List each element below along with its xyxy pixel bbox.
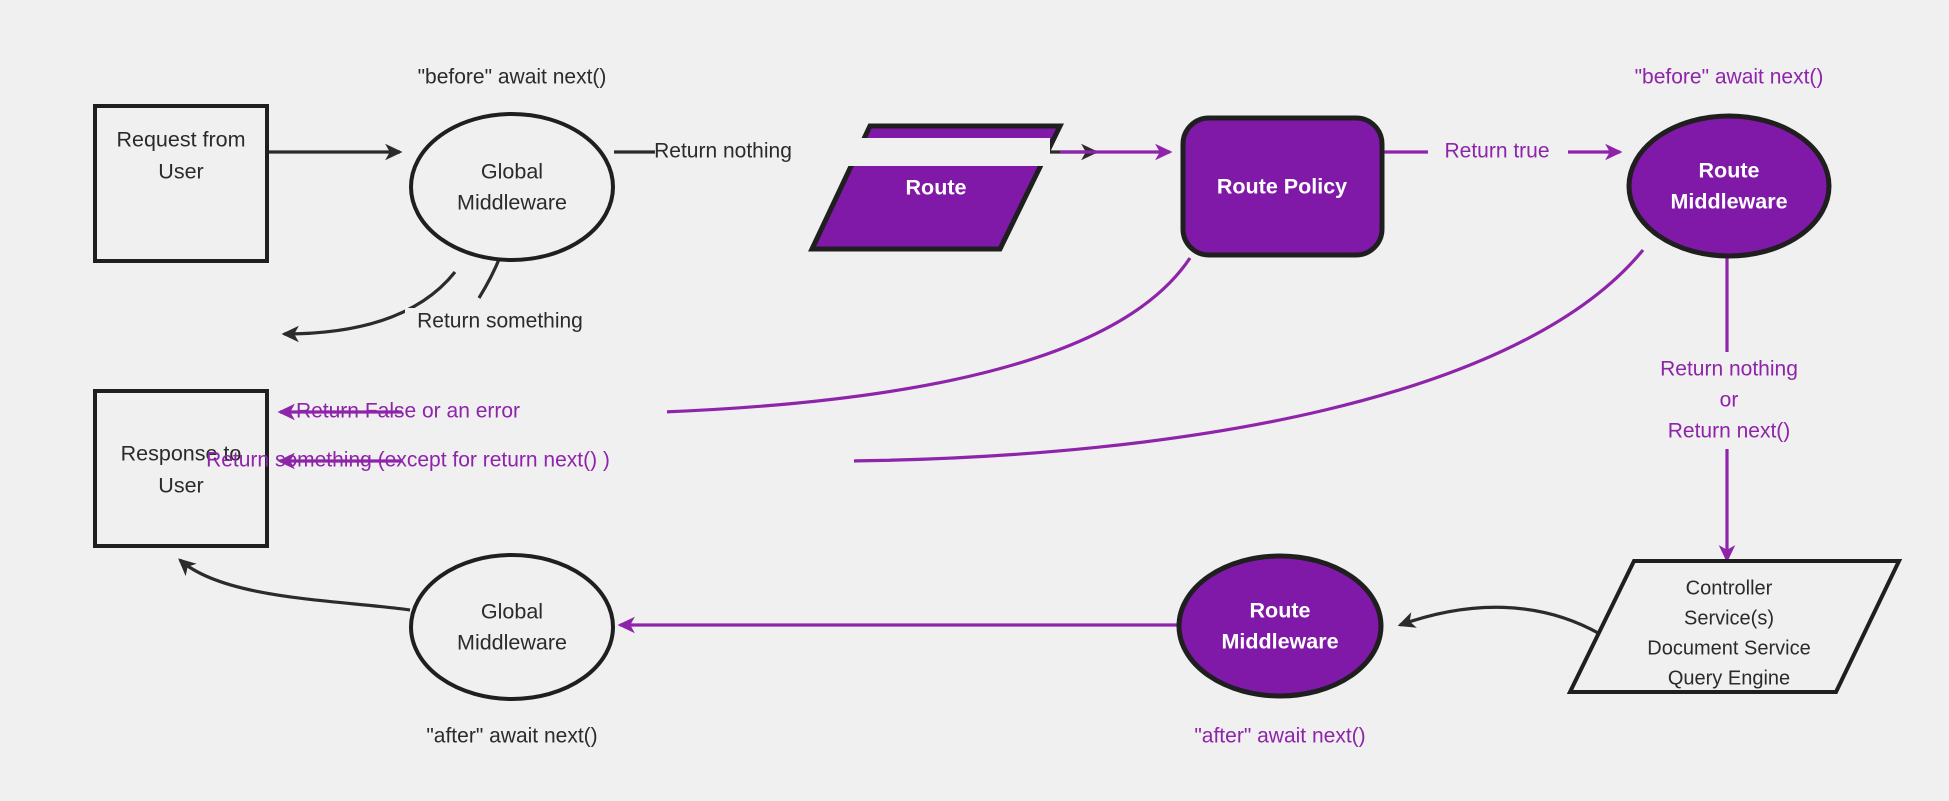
edge-label-return-true: Return true [1444, 140, 1549, 163]
node-route-middleware-top-label-line1: Route [1699, 159, 1760, 183]
annotation-after-await-next-route: "after" await next() [1194, 725, 1365, 748]
annotation-after-await-next-global: "after" await next() [426, 725, 597, 748]
edge-label-return-nothing-or-next-line3: Return next() [1668, 420, 1791, 443]
node-controller-stack[interactable] [1566, 559, 1903, 694]
node-controller-stack-label-line1: Controller [1686, 577, 1773, 599]
node-controller-stack-label-line2: Service(s) [1684, 607, 1774, 629]
label-bg-return-something-top [405, 308, 590, 336]
label-bg-return-nothing-top [655, 138, 1050, 166]
edge-route-policy-return-false-curve [662, 257, 1192, 414]
node-response-to-user-label-line2: User [158, 474, 203, 498]
annotation-before-await-next-route: "before" await next() [1635, 66, 1824, 89]
edge-global-middleware-return-something-upper [477, 256, 502, 299]
node-response-to-user-label-line1: Response to [121, 442, 242, 466]
label-bg-return-true [1428, 138, 1568, 166]
node-response-to-user[interactable] [93, 389, 269, 548]
node-global-middleware-bottom-label-line1: Global [481, 600, 543, 624]
node-route-middleware-top-label-line2: Middleware [1670, 190, 1787, 214]
node-route-middleware-top[interactable] [1626, 113, 1832, 259]
node-request-from-user-label-line1: Request from [116, 128, 245, 152]
node-global-middleware-bottom-label-line2: Middleware [457, 631, 567, 655]
node-request-from-user-label-line2: User [158, 160, 203, 184]
node-global-middleware-top-label-line2: Middleware [457, 191, 567, 215]
edge-global-middleware-return-something-lower [281, 271, 457, 343]
node-route-middleware-bottom[interactable] [1176, 553, 1384, 699]
node-route-label: Route [906, 176, 967, 200]
edge-label-return-something-except: Return something (except for return next… [206, 449, 610, 472]
node-controller-stack-label-line4: Query Engine [1668, 667, 1790, 689]
label-bg-return-false-or-error [402, 398, 667, 426]
edge-label-return-nothing-or-next-line1: Return nothing [1660, 358, 1798, 381]
annotation-before-await-next-global: "before" await next() [418, 66, 607, 89]
edge-controller-to-route-middleware-bottom [1397, 605, 1601, 636]
node-global-middleware-top[interactable] [409, 112, 615, 262]
node-route-middleware-bottom-label-line2: Middleware [1221, 630, 1338, 654]
node-route-middleware-bottom-label-line1: Route [1250, 599, 1311, 623]
node-route-policy-label: Route Policy [1217, 175, 1347, 199]
node-global-middleware-bottom[interactable] [409, 553, 615, 701]
edge-label-return-nothing-top: Return nothing [654, 140, 792, 163]
node-route-policy[interactable] [1180, 115, 1385, 258]
node-global-middleware-top-label-line1: Global [481, 160, 543, 184]
label-bg-return-nothing-or-next [1625, 355, 1830, 449]
edge-label-return-nothing-or-next-line2: or [1720, 389, 1739, 412]
edge-label-return-something-top: Return something [417, 310, 583, 333]
node-request-from-user[interactable] [93, 104, 269, 263]
edge-label-return-false-or-error: Return False or an error [296, 400, 520, 423]
node-controller-stack-label-line3: Document Service [1647, 637, 1810, 659]
edge-global-middleware-bottom-to-response [178, 558, 411, 612]
edge-route-middleware-return-something-curve [849, 248, 1645, 463]
label-bg-return-something-except [402, 447, 854, 475]
